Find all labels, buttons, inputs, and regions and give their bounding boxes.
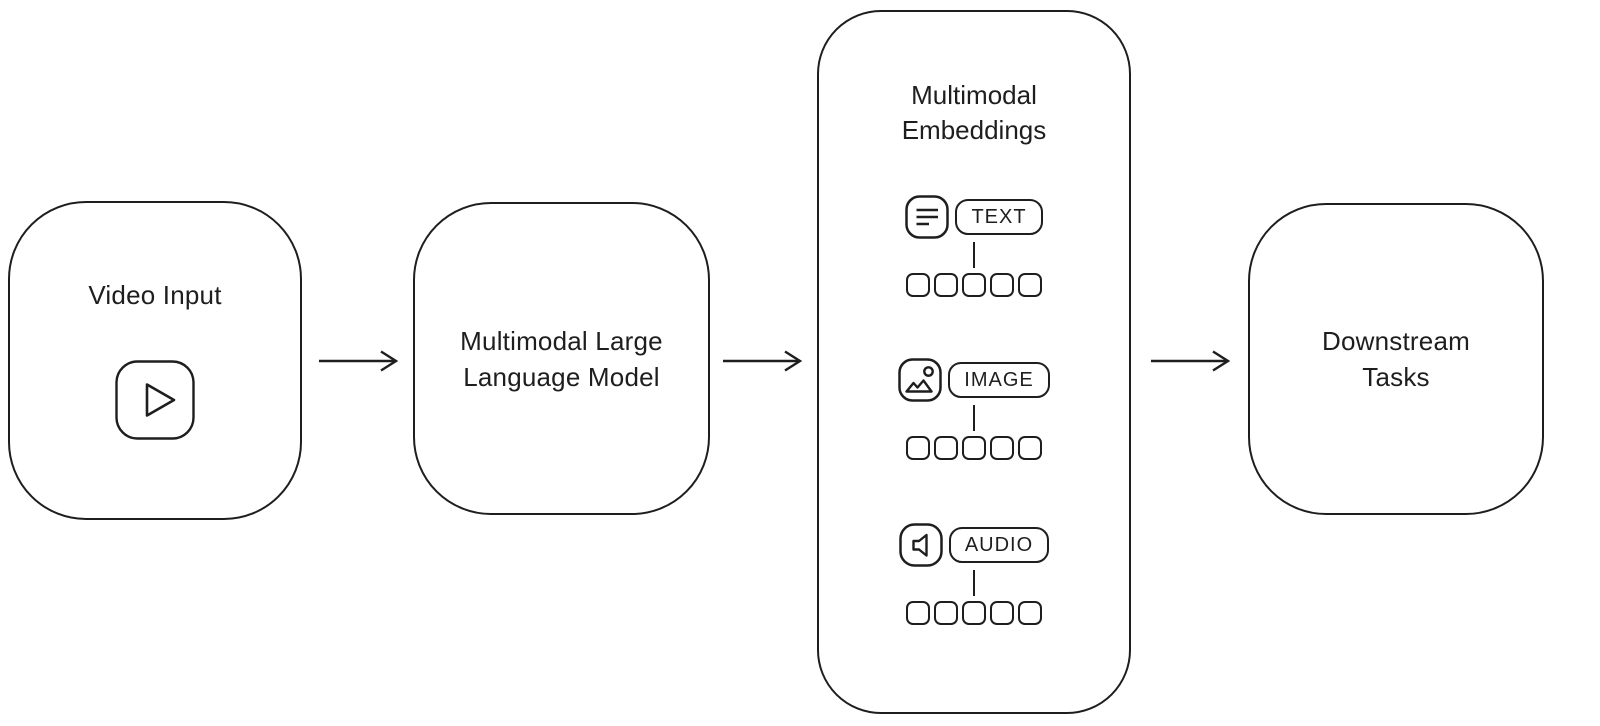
image-modality-head: IMAGE [898, 358, 1050, 402]
modality-group-image: IMAGE [819, 358, 1129, 460]
embedding-token [906, 436, 930, 460]
embedding-token [1018, 601, 1042, 625]
modality-group-text: TEXT [819, 195, 1129, 297]
embedding-token [962, 601, 986, 625]
downstream-label: Downstream Tasks [1322, 323, 1470, 395]
image-connector-line [972, 405, 976, 431]
speaker-icon [899, 523, 943, 567]
downstream-label-line2: Tasks [1362, 362, 1430, 392]
arrow-right-icon [318, 349, 402, 373]
play-icon [115, 360, 195, 440]
node-mllm: Multimodal Large Language Model [413, 202, 710, 515]
embedding-token [934, 436, 958, 460]
arrow-right-icon [722, 349, 806, 373]
node-downstream-tasks: Downstream Tasks [1248, 203, 1544, 515]
audio-modality-pill: AUDIO [948, 527, 1050, 563]
text-modality-pill: TEXT [955, 199, 1043, 235]
image-embedding-tokens [904, 436, 1044, 460]
embedding-token [1018, 273, 1042, 297]
embedding-token [962, 273, 986, 297]
mllm-label: Multimodal Large Language Model [460, 323, 663, 395]
embedding-token [906, 601, 930, 625]
embeddings-title-line2: Embeddings [901, 115, 1047, 145]
video-input-label: Video Input [88, 280, 222, 310]
node-video-input: Video Input [8, 201, 302, 520]
embedding-token [990, 436, 1014, 460]
text-embedding-tokens [904, 273, 1044, 297]
downstream-label-line1: Downstream [1322, 326, 1470, 356]
audio-connector-line [972, 570, 976, 596]
embedding-token [906, 273, 930, 297]
embedding-token [990, 273, 1014, 297]
embeddings-title-line1: Multimodal [911, 80, 1037, 110]
audio-modality-head: AUDIO [899, 523, 1050, 567]
embedding-token [962, 436, 986, 460]
embedding-token [934, 273, 958, 297]
mllm-label-line2: Language Model [463, 361, 660, 392]
text-lines-icon [905, 195, 950, 239]
image-modality-pill: IMAGE [948, 362, 1050, 398]
embedding-token [1018, 436, 1042, 460]
audio-embedding-tokens [904, 601, 1044, 625]
modality-group-audio: AUDIO [819, 523, 1129, 625]
image-icon [898, 358, 943, 402]
embeddings-title: Multimodal Embeddings [819, 78, 1129, 148]
text-connector-line [972, 242, 976, 268]
embedding-token [990, 601, 1014, 625]
text-modality-head: TEXT [905, 195, 1043, 239]
embedding-token [934, 601, 958, 625]
arrow-right-icon [1150, 349, 1234, 373]
node-multimodal-embeddings: Multimodal Embeddings TEXT [817, 10, 1131, 714]
mllm-label-line1: Multimodal Large [460, 325, 663, 356]
